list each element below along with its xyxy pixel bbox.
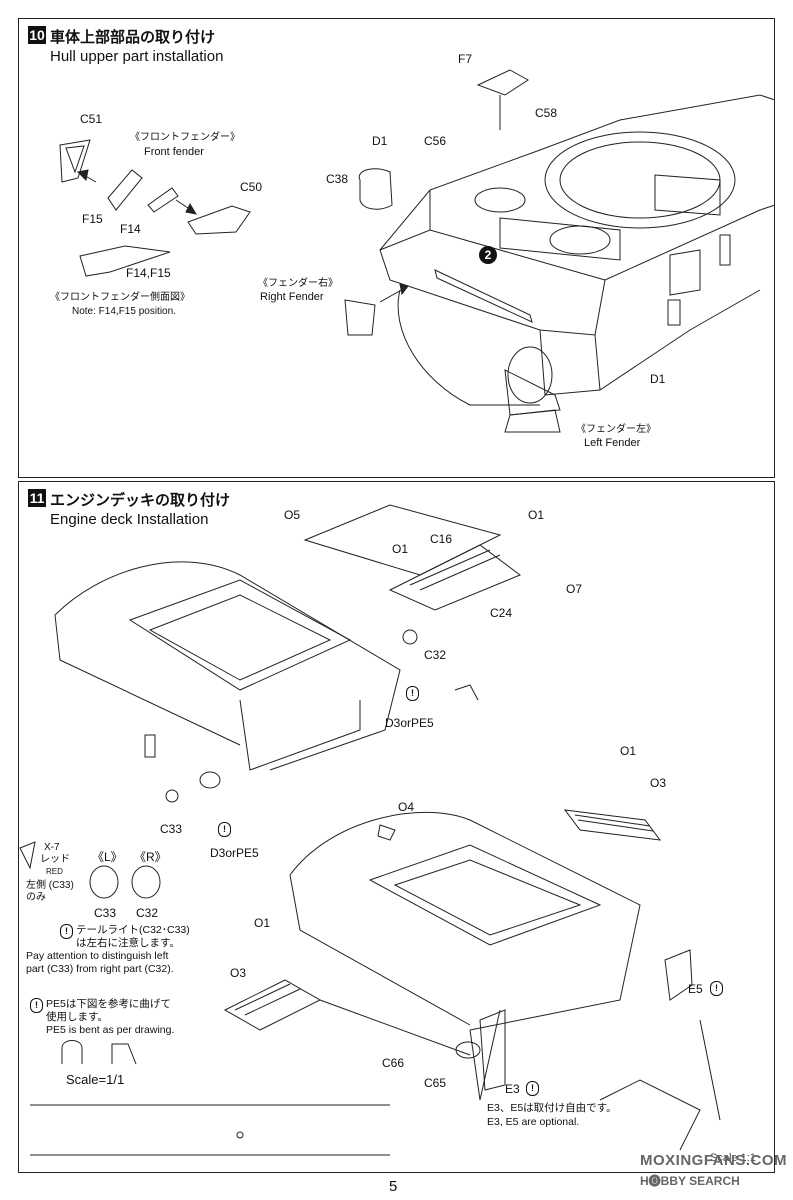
engine-deck-plates — [303, 504, 522, 701]
optional-note-jp: E3、E5は取付け自由です。 — [487, 1102, 617, 1114]
side-diagrams — [19, 841, 721, 1156]
pe5-note-jp2: 使用します。 — [46, 1011, 108, 1023]
step-11-panel — [18, 481, 775, 1173]
label-C24: C24 — [490, 606, 513, 620]
label-D3orPE5-lower: D3orPE5 — [210, 846, 259, 860]
warning-icon-tail: ! — [60, 924, 73, 939]
label-C32: C32 — [424, 648, 447, 662]
right-fender-en: Right Fender — [260, 291, 324, 303]
hull-upper — [379, 94, 776, 416]
label-C56: C56 — [424, 134, 447, 148]
label-O1-c: O1 — [620, 744, 637, 758]
hull-rear-upper — [54, 561, 401, 803]
warning-icon-d3-lower: ! — [218, 822, 231, 837]
hull-rear-lower — [223, 809, 693, 1101]
paint-code: X-7 — [44, 842, 60, 853]
tail-note-en1: Pay attention to distinguish left — [26, 950, 169, 962]
label-C66: C66 — [382, 1056, 405, 1070]
step-10-title-en: Hull upper part installation — [50, 48, 224, 65]
scale-partial-label: Scale 1:1 — [710, 1152, 756, 1164]
step-11-number: 11 — [28, 489, 46, 507]
watermark-line1: MOXINGFANS.COM — [640, 1152, 788, 1169]
side-view-jp: 《フロントフェンダー側面図》 — [50, 292, 190, 303]
label-E5: E5 — [688, 982, 703, 996]
label-O1-d: O1 — [254, 916, 271, 930]
callout-2: 2 — [479, 246, 497, 264]
lr-left: 《L》 — [92, 850, 123, 864]
front-fender-jp: 《フロントフェンダー》 — [130, 132, 240, 143]
label-D3orPE5-upper: D3orPE5 — [385, 716, 434, 730]
front-fender-en: Front fender — [144, 146, 204, 158]
scale-label: Scale=1/1 — [66, 1072, 125, 1087]
warning-icon-d3-upper: ! — [406, 686, 419, 701]
tail-note-jp1: テールライト(C32･C33) — [76, 924, 190, 936]
step-10-number: 10 — [28, 26, 46, 44]
label-C16: C16 — [430, 532, 453, 546]
label-F14: F14 — [120, 222, 141, 236]
lr-c33: C33 — [94, 906, 117, 920]
label-C58: C58 — [535, 106, 558, 120]
label-F7: F7 — [458, 52, 473, 66]
tail-note-jp2: は左右に注意します。 — [76, 937, 180, 949]
label-C33: C33 — [160, 822, 183, 836]
label-O5: O5 — [284, 508, 301, 522]
tail-note-en2: part (C33) from right part (C32). — [26, 963, 174, 975]
lr-right: 《R》 — [134, 850, 167, 864]
label-F15: F15 — [82, 212, 103, 226]
warning-icon-pe5: ! — [30, 998, 43, 1013]
left-only-jp: 左側 (C33) — [26, 880, 74, 891]
label-F14-F15: F14,F15 — [126, 266, 171, 280]
page-number: 5 — [389, 1178, 398, 1195]
left-only-jp2: のみ — [26, 892, 46, 903]
step-10-title-jp: 車体上部部品の取り付け — [50, 29, 216, 46]
label-C50: C50 — [240, 180, 263, 194]
pe5-note-en: PE5 is bent as per drawing. — [46, 1024, 175, 1036]
step-11-title-jp: エンジンデッキの取り付け — [50, 492, 231, 509]
paint-en: RED — [46, 867, 63, 876]
label-D1-top: D1 — [372, 134, 388, 148]
label-D1-bottom: D1 — [650, 372, 666, 386]
paint-jp: レッド — [40, 854, 70, 865]
label-O3-a: O3 — [650, 776, 667, 790]
step-11-title-en: Engine deck Installation — [50, 511, 209, 528]
watermark-line2: H🅞BBY SEARCH — [640, 1174, 740, 1188]
label-O1-a: O1 — [528, 508, 545, 522]
pe5-note-jp1: PE5は下図を参考に曲げて — [46, 998, 171, 1010]
label-E3: E3 — [505, 1082, 520, 1096]
label-C38: C38 — [326, 172, 349, 186]
hull-small-parts — [344, 69, 561, 433]
label-O4: O4 — [398, 800, 415, 814]
label-O7: O7 — [566, 582, 583, 596]
label-O3-b: O3 — [230, 966, 247, 980]
optional-note-en: E3, E5 are optional. — [487, 1116, 580, 1128]
warning-icon-e5: ! — [710, 981, 723, 996]
left-fender-jp: 《フェンダー左》 — [576, 424, 656, 435]
label-C51: C51 — [80, 112, 103, 126]
lr-c32: C32 — [136, 906, 159, 920]
front-fender-parts — [59, 139, 251, 277]
warning-icon-e3: ! — [526, 1081, 539, 1096]
label-O1-b: O1 — [392, 542, 409, 556]
right-fender-jp: 《フェンダー右》 — [258, 278, 338, 289]
label-C65: C65 — [424, 1076, 447, 1090]
step-10-panel — [18, 18, 775, 478]
side-view-note: Note: F14,F15 position. — [72, 306, 176, 317]
left-fender-en: Left Fender — [584, 437, 641, 449]
